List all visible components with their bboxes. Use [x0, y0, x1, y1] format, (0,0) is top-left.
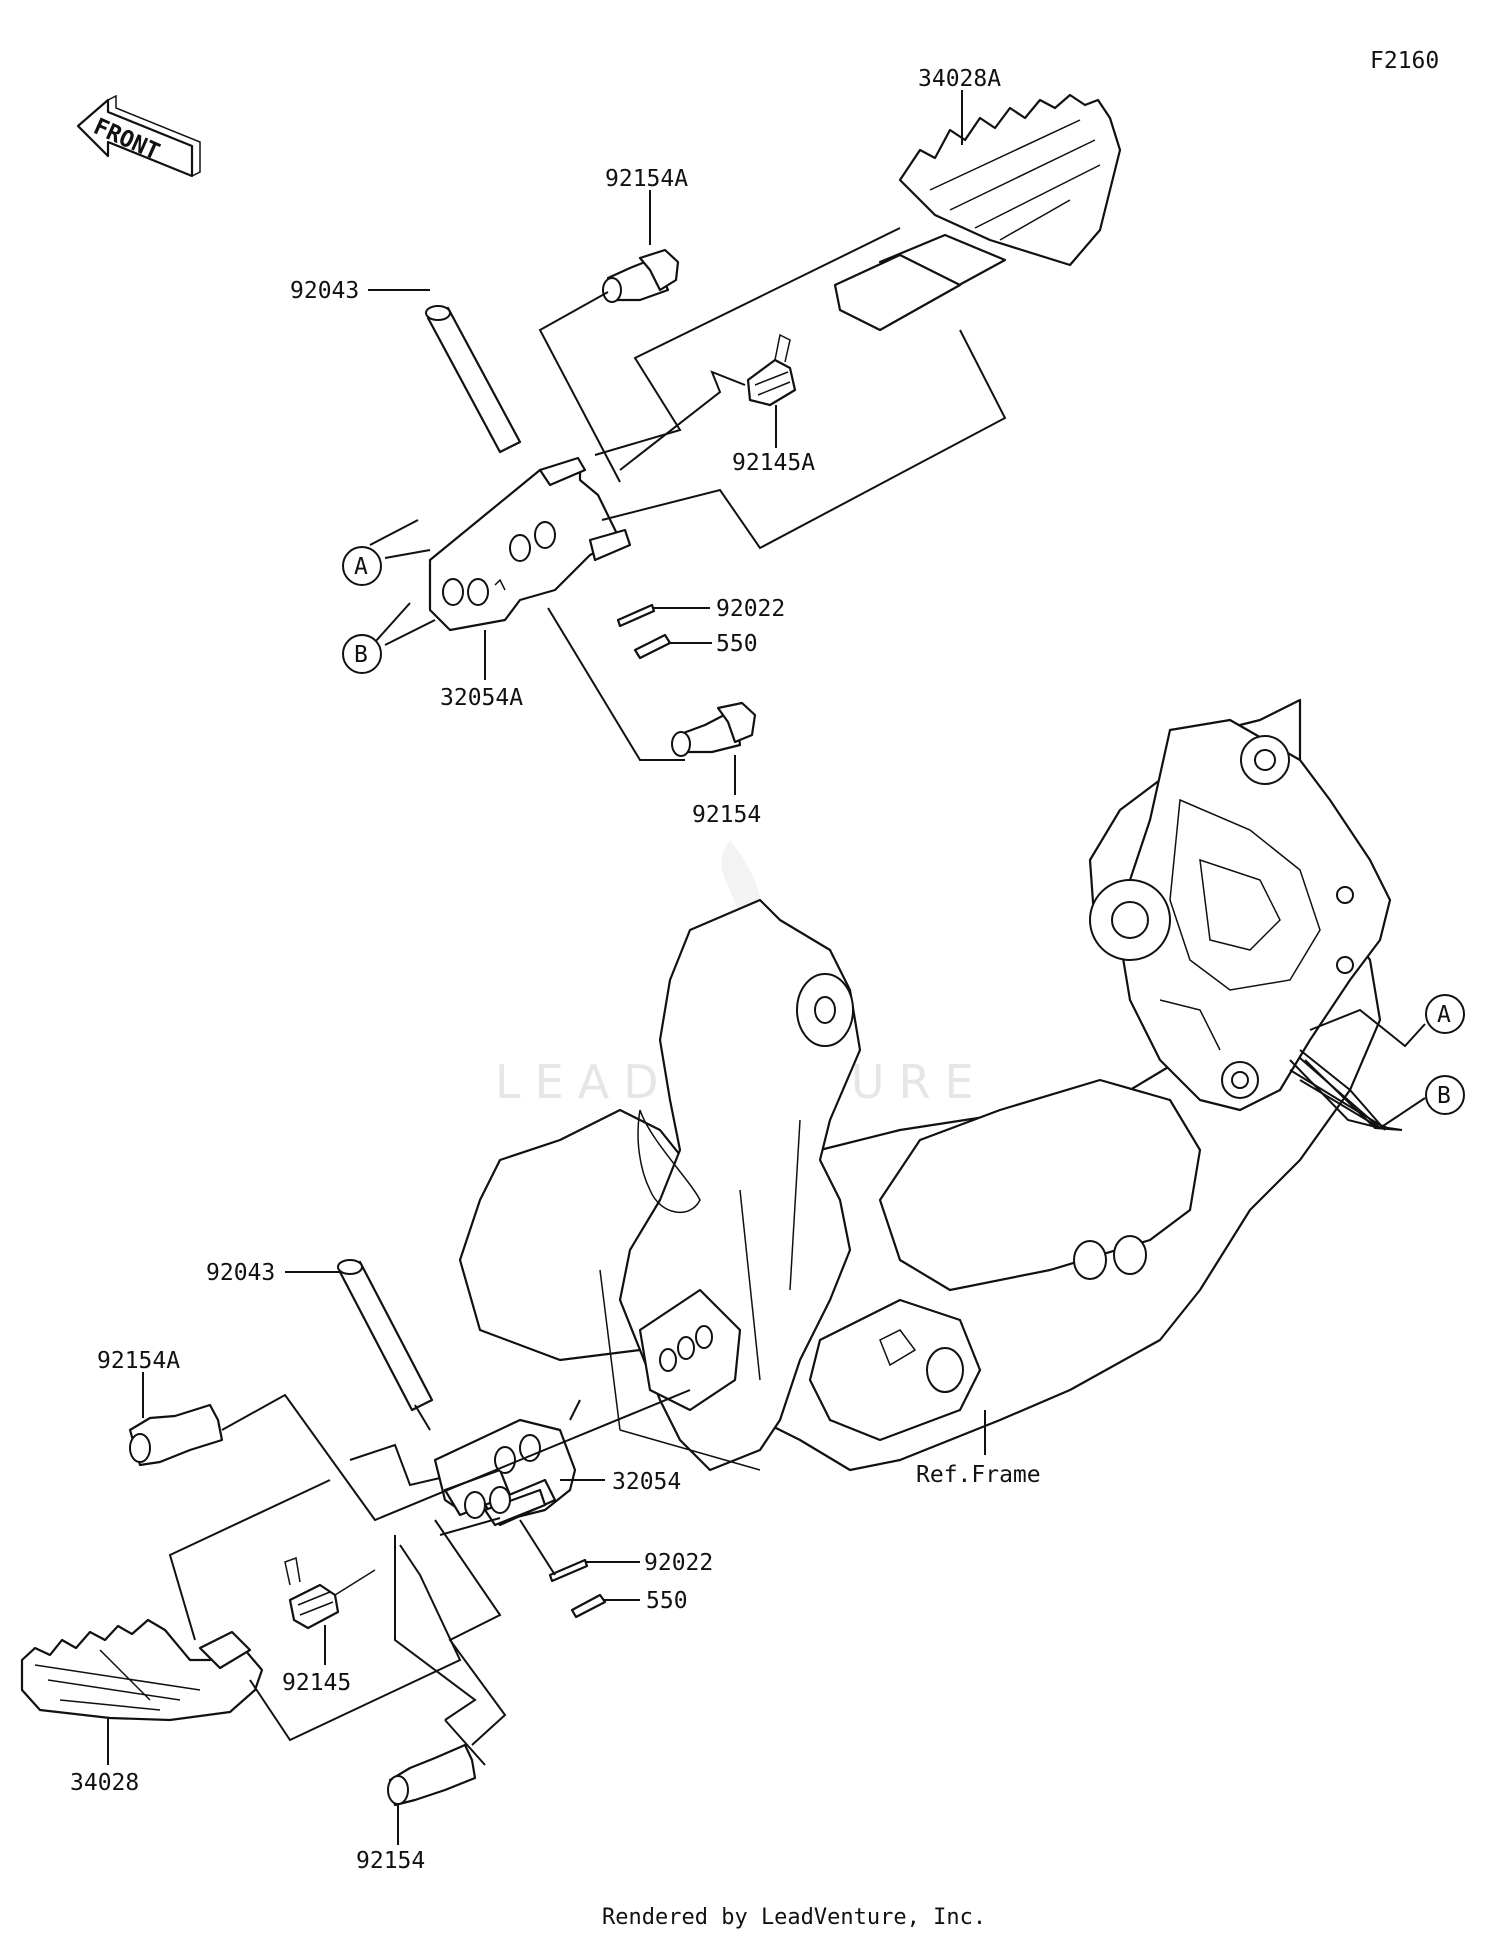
diagram-code: F2160	[1370, 48, 1439, 74]
svg-text:550: 550	[716, 631, 758, 657]
bracket-32054A	[428, 456, 632, 632]
cotter-pin-92022-bottom	[548, 1558, 589, 1583]
footer-credit: Rendered by LeadVenture, Inc.	[602, 1905, 986, 1930]
svg-text:34028A: 34028A	[918, 66, 1001, 92]
label-92022-top: 92022	[652, 596, 785, 622]
label-92154A-top: 92154A	[605, 166, 688, 245]
label-32054: 32054	[560, 1469, 681, 1495]
label-34028A: 34028A	[918, 66, 1001, 145]
label-550-bottom: 550	[603, 1588, 688, 1614]
callout-B-top: B	[342, 619, 436, 674]
label-ref-frame: Ref.Frame	[916, 1410, 1041, 1488]
label-34028: 34028	[70, 1718, 139, 1796]
svg-text:92145A: 92145A	[732, 450, 815, 476]
label-92145A: 92145A	[732, 405, 815, 476]
pin-92043-bottom	[337, 1259, 434, 1412]
pin-92043-top	[425, 305, 522, 454]
svg-text:Ref.Frame: Ref.Frame	[916, 1462, 1041, 1488]
spring-92145	[284, 1556, 376, 1630]
label-92022-bottom: 92022	[586, 1550, 713, 1576]
svg-text:92043: 92043	[290, 278, 359, 304]
bracket-32054	[433, 1418, 577, 1527]
svg-text:92154: 92154	[692, 802, 761, 828]
leader-lines-top	[369, 227, 1007, 761]
footpeg-34028A	[833, 93, 1122, 332]
svg-text:A: A	[354, 554, 368, 580]
callout-B-frame: B	[1289, 1049, 1465, 1131]
label-92043-bottom: 92043	[206, 1260, 340, 1286]
svg-text:92154A: 92154A	[605, 166, 688, 192]
label-92154A-bottom: 92154A	[97, 1348, 180, 1418]
label-92145: 92145	[282, 1625, 351, 1696]
label-92154-bottom: 92154	[356, 1805, 425, 1874]
svg-text:92022: 92022	[716, 596, 785, 622]
svg-text:32054: 32054	[612, 1469, 681, 1495]
svg-text:34028: 34028	[70, 1770, 139, 1796]
svg-text:92043: 92043	[206, 1260, 275, 1286]
svg-text:92154: 92154	[356, 1848, 425, 1874]
pin-550-bottom	[570, 1593, 607, 1619]
bolt-92154A-top	[602, 248, 680, 303]
footpeg-34028	[20, 1618, 264, 1722]
cotter-pin-92022-top	[616, 603, 656, 628]
label-550-top: 550	[668, 631, 758, 657]
spring-92145A	[746, 333, 797, 407]
svg-text:32054A: 32054A	[440, 685, 523, 711]
bolt-92154A-bottom	[128, 1403, 224, 1467]
svg-text:92022: 92022	[644, 1550, 713, 1576]
svg-text:A: A	[1437, 1002, 1451, 1028]
label-92154-top: 92154	[692, 755, 761, 828]
callout-A-frame: A	[1309, 994, 1465, 1048]
callout-A-top: A	[342, 546, 431, 586]
bolt-92154-bottom	[387, 1743, 477, 1807]
leader-lines-bottom	[168, 1389, 691, 1766]
bolt-92154-top	[671, 701, 757, 757]
pin-550-top	[633, 633, 672, 660]
svg-text:B: B	[354, 642, 368, 668]
svg-text:92154A: 92154A	[97, 1348, 180, 1374]
front-arrow-icon: FRONT	[76, 94, 201, 178]
svg-text:550: 550	[646, 1588, 688, 1614]
svg-text:B: B	[1437, 1083, 1451, 1109]
svg-text:92145: 92145	[282, 1670, 351, 1696]
label-32054A: 32054A	[440, 630, 523, 711]
label-92043-top: 92043	[290, 278, 430, 304]
